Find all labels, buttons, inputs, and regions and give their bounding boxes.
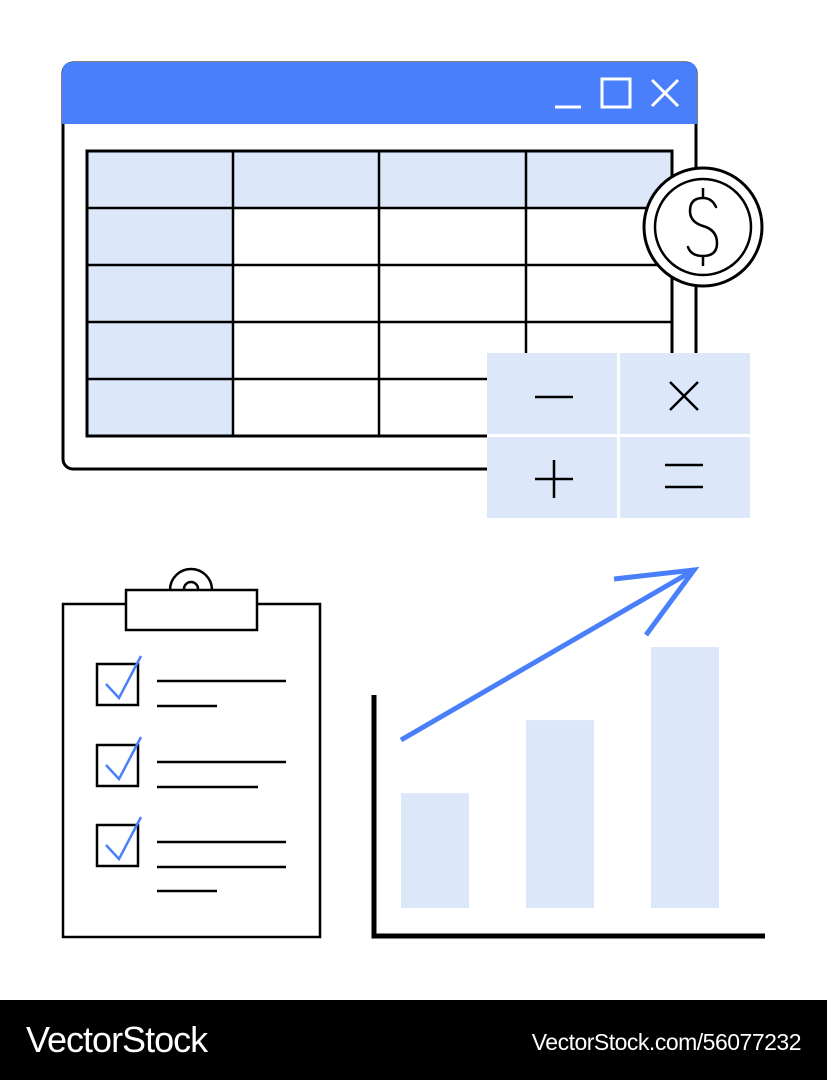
chart-bar: [651, 647, 719, 908]
spreadsheet-window: [61, 61, 698, 471]
clipboard-icon: [61, 567, 322, 939]
clipboard-clip-ring: [168, 567, 214, 591]
chart-bar: [401, 793, 469, 908]
dollar-coin-icon: [642, 166, 764, 288]
multiply-icon: [669, 381, 699, 411]
checked-checkbox-icon[interactable]: [95, 662, 140, 707]
checked-checkbox-icon[interactable]: [95, 743, 140, 788]
clipboard-clip: [124, 588, 259, 632]
close-icon[interactable]: [650, 78, 680, 108]
finance-illustration: [61, 61, 765, 939]
checked-checkbox-icon[interactable]: [95, 823, 140, 868]
window-controls: [555, 77, 680, 109]
window-titlebar: [62, 62, 697, 124]
checklist-item: [95, 736, 286, 789]
chart-axes: [371, 695, 765, 939]
plus-icon: [535, 460, 573, 498]
brand-logo[interactable]: VectorStock: [26, 1019, 208, 1060]
growth-chart: [371, 566, 765, 939]
maximize-icon[interactable]: [600, 77, 632, 109]
arrow-up-right-icon: [399, 566, 700, 743]
equals-icon: [665, 463, 703, 489]
checklist-item: [95, 655, 286, 708]
spreadsheet-table: [85, 149, 674, 438]
checklist-item: [95, 816, 286, 893]
stock-id: VectorStock.com/56077232: [531, 1029, 802, 1055]
calculator-keypad: [487, 353, 750, 518]
chart-bar: [526, 720, 594, 908]
footer-bar: VectorStock VectorStock.com/56077232: [0, 1000, 827, 1080]
